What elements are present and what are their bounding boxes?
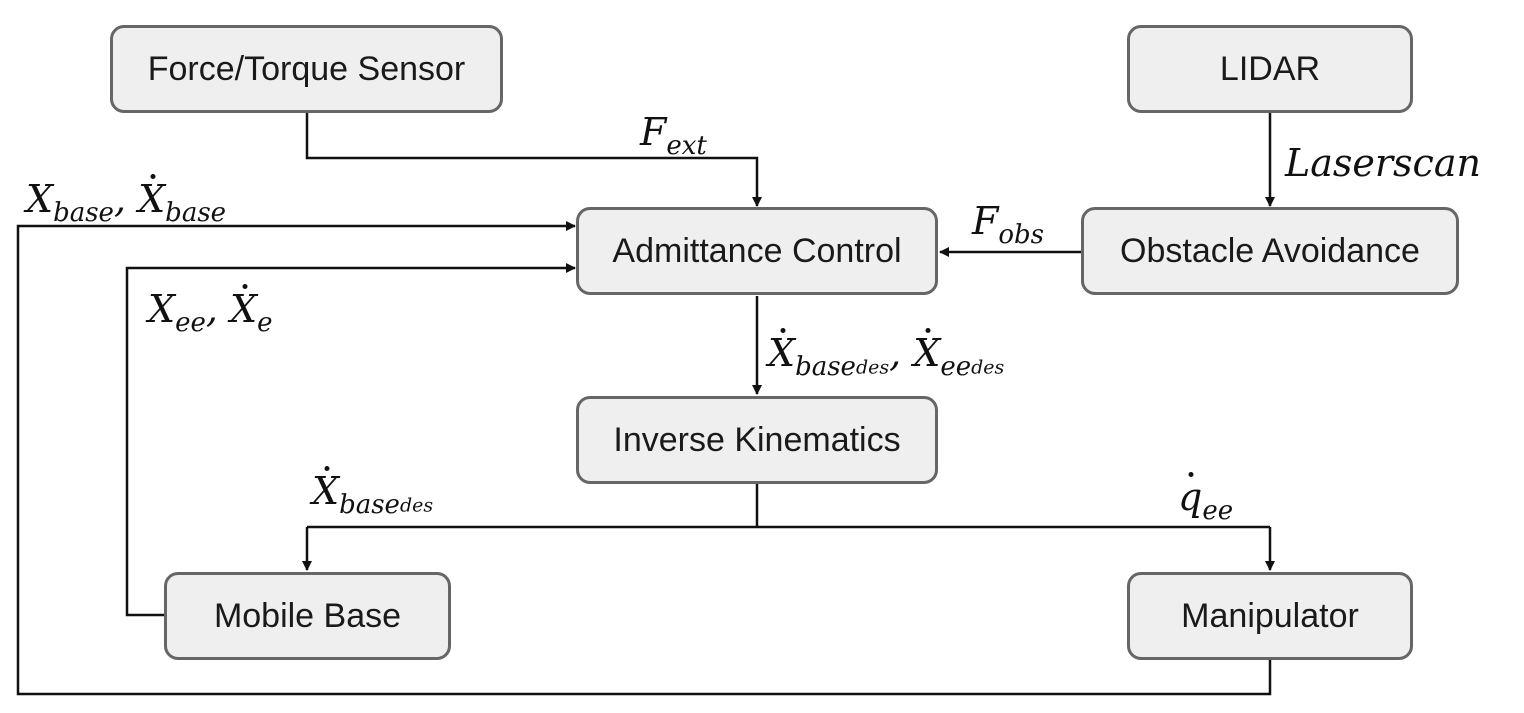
- base-feedback-arrow: [16, 221, 1272, 696]
- mobile-base-block: Mobile Base: [164, 572, 451, 660]
- q-ee-label: qee: [1178, 475, 1234, 527]
- force-torque-sensor-block: Force/Torque Sensor: [110, 25, 503, 113]
- lidar-block: LIDAR: [1127, 25, 1413, 113]
- f-ext-label: Fext: [640, 110, 707, 162]
- base-des-label: Xbasedes: [312, 469, 434, 521]
- inverse-kinematics-block: Inverse Kinematics: [576, 396, 938, 484]
- base-state-label: Xbase, Xbase: [26, 177, 227, 229]
- laserscan-label: Laserscan: [1285, 141, 1481, 185]
- admittance-control-block: Admittance Control: [576, 207, 938, 295]
- manipulator-block: Manipulator: [1127, 572, 1413, 660]
- ee-feedback-arrow: [125, 263, 576, 617]
- obstacle-avoidance-block: Obstacle Avoidance: [1081, 207, 1459, 295]
- desired-velocities-label: Xbasedes, Xeedes: [768, 331, 1005, 383]
- f-obs-label: Fobs: [972, 199, 1045, 251]
- fext-arrow: [305, 112, 762, 207]
- ee-state-label: Xee, Xe: [148, 287, 273, 339]
